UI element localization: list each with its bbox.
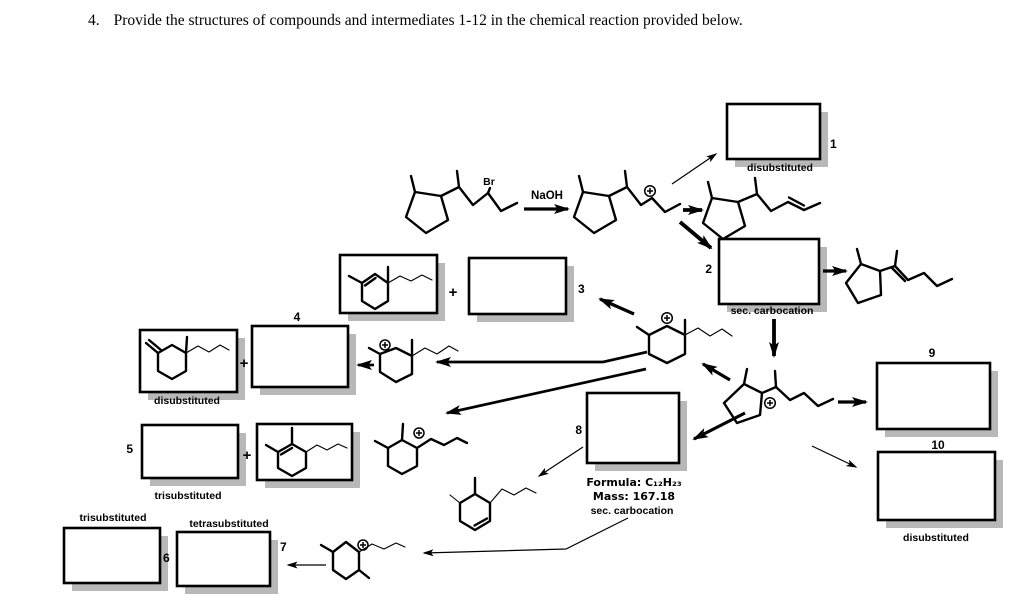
answer-box-6[interactable] [62,526,168,591]
box9-number: 9 [929,346,936,360]
plus-sign: + [449,284,458,301]
arrow-tert-cation-to-central-cation [701,362,731,382]
structure-ring-cation-left [367,338,459,384]
box10-caption: disubstituted [903,532,969,544]
answer-box-2[interactable] [717,237,827,312]
plus-charge-icon [763,396,777,410]
question-text: Provide the structures of compounds and … [113,12,743,29]
structure-trisubstituted-alkene-product [844,247,954,305]
plus-sign: + [240,355,249,372]
structure-cyclohexene-product [449,476,537,532]
structure-bromide-start [404,169,519,235]
structure-boxed-trisubstituted-cyclohexene [264,426,348,478]
plus-charge-icon [660,311,674,325]
box7-caption: tetrasubstituted [189,518,268,530]
question-number: 4. [88,12,100,29]
naoh-label: NaOH [531,190,563,202]
compound-box-trisubstituted-cyclohexene [255,422,360,488]
box5-caption: trisubstituted [154,490,221,502]
answer-box-4[interactable] [250,324,356,395]
box3-number: 3 [578,282,585,296]
structure-boxed-methylenecyclohexane [144,335,230,381]
box6-number: 6 [163,551,170,565]
arrow-cation-to-box2 [678,220,713,250]
methylenecyclohexane-caption: disubstituted [154,395,220,407]
box7-number: 7 [280,540,287,554]
plus-charge-icon [379,339,391,351]
plus-sign: + [243,447,252,464]
structure-boxed-cyclohexene [347,265,433,311]
structure-internal-alkene [701,176,822,241]
structure-bottom-ring-cation [319,539,406,581]
arrow-tert-cation-to-box10 [811,445,858,468]
box2-caption: sec. carbocation [731,305,814,317]
answer-box-1[interactable] [725,102,828,167]
structure-cyclopentyl-tert-cation [722,367,835,425]
structure-cyclohexyl-cation-central [635,311,733,365]
box5-number: 5 [126,442,133,456]
box8-mass: Mass: 167.18 [593,490,675,503]
answer-box-10[interactable] [876,450,1003,528]
box8-formula: Formula: C₁₂H₂₃ [586,476,681,489]
plus-charge-icon [643,184,657,198]
arrow-central-cation-to-box3 [598,297,635,316]
plus-charge-icon [413,427,425,439]
box1-caption: disubstituted [747,162,813,174]
box8-note: sec. carbocation [591,505,674,517]
box1-number: 1 [830,137,837,151]
answer-box-7[interactable] [175,530,278,594]
arrow-box8-to-bottom-cation [422,517,629,557]
box4-number: 4 [294,310,301,324]
box2-number: 2 [705,262,712,276]
structure-secondary-carbocation [572,169,682,235]
answer-box-9[interactable] [875,361,998,437]
arrow-central-cation-to-dimethyl-cation [445,367,647,415]
arrow-box8-to-cyclohexene [537,446,584,477]
compound-box-methylenecyclohexane [138,328,245,400]
arrow-cation-to-box1 [671,153,718,185]
box8-number: 8 [575,423,582,437]
structure-dimethyl-ring-cation [373,422,469,476]
answer-box-3[interactable] [467,256,574,322]
br-label: Br [483,176,495,188]
box6-caption: trisubstituted [79,512,146,524]
arrow-tert-cation-to-box8 [692,411,746,441]
box10-number: 10 [931,438,945,452]
arrow-central-cation-to-left-cation [435,350,648,367]
answer-box-5[interactable] [140,423,246,486]
plus-charge-icon [357,539,369,551]
answer-box-8[interactable] [585,391,687,471]
question: 4. Provide the structures of compounds a… [88,12,743,30]
compound-box-cyclohexene [338,253,445,321]
